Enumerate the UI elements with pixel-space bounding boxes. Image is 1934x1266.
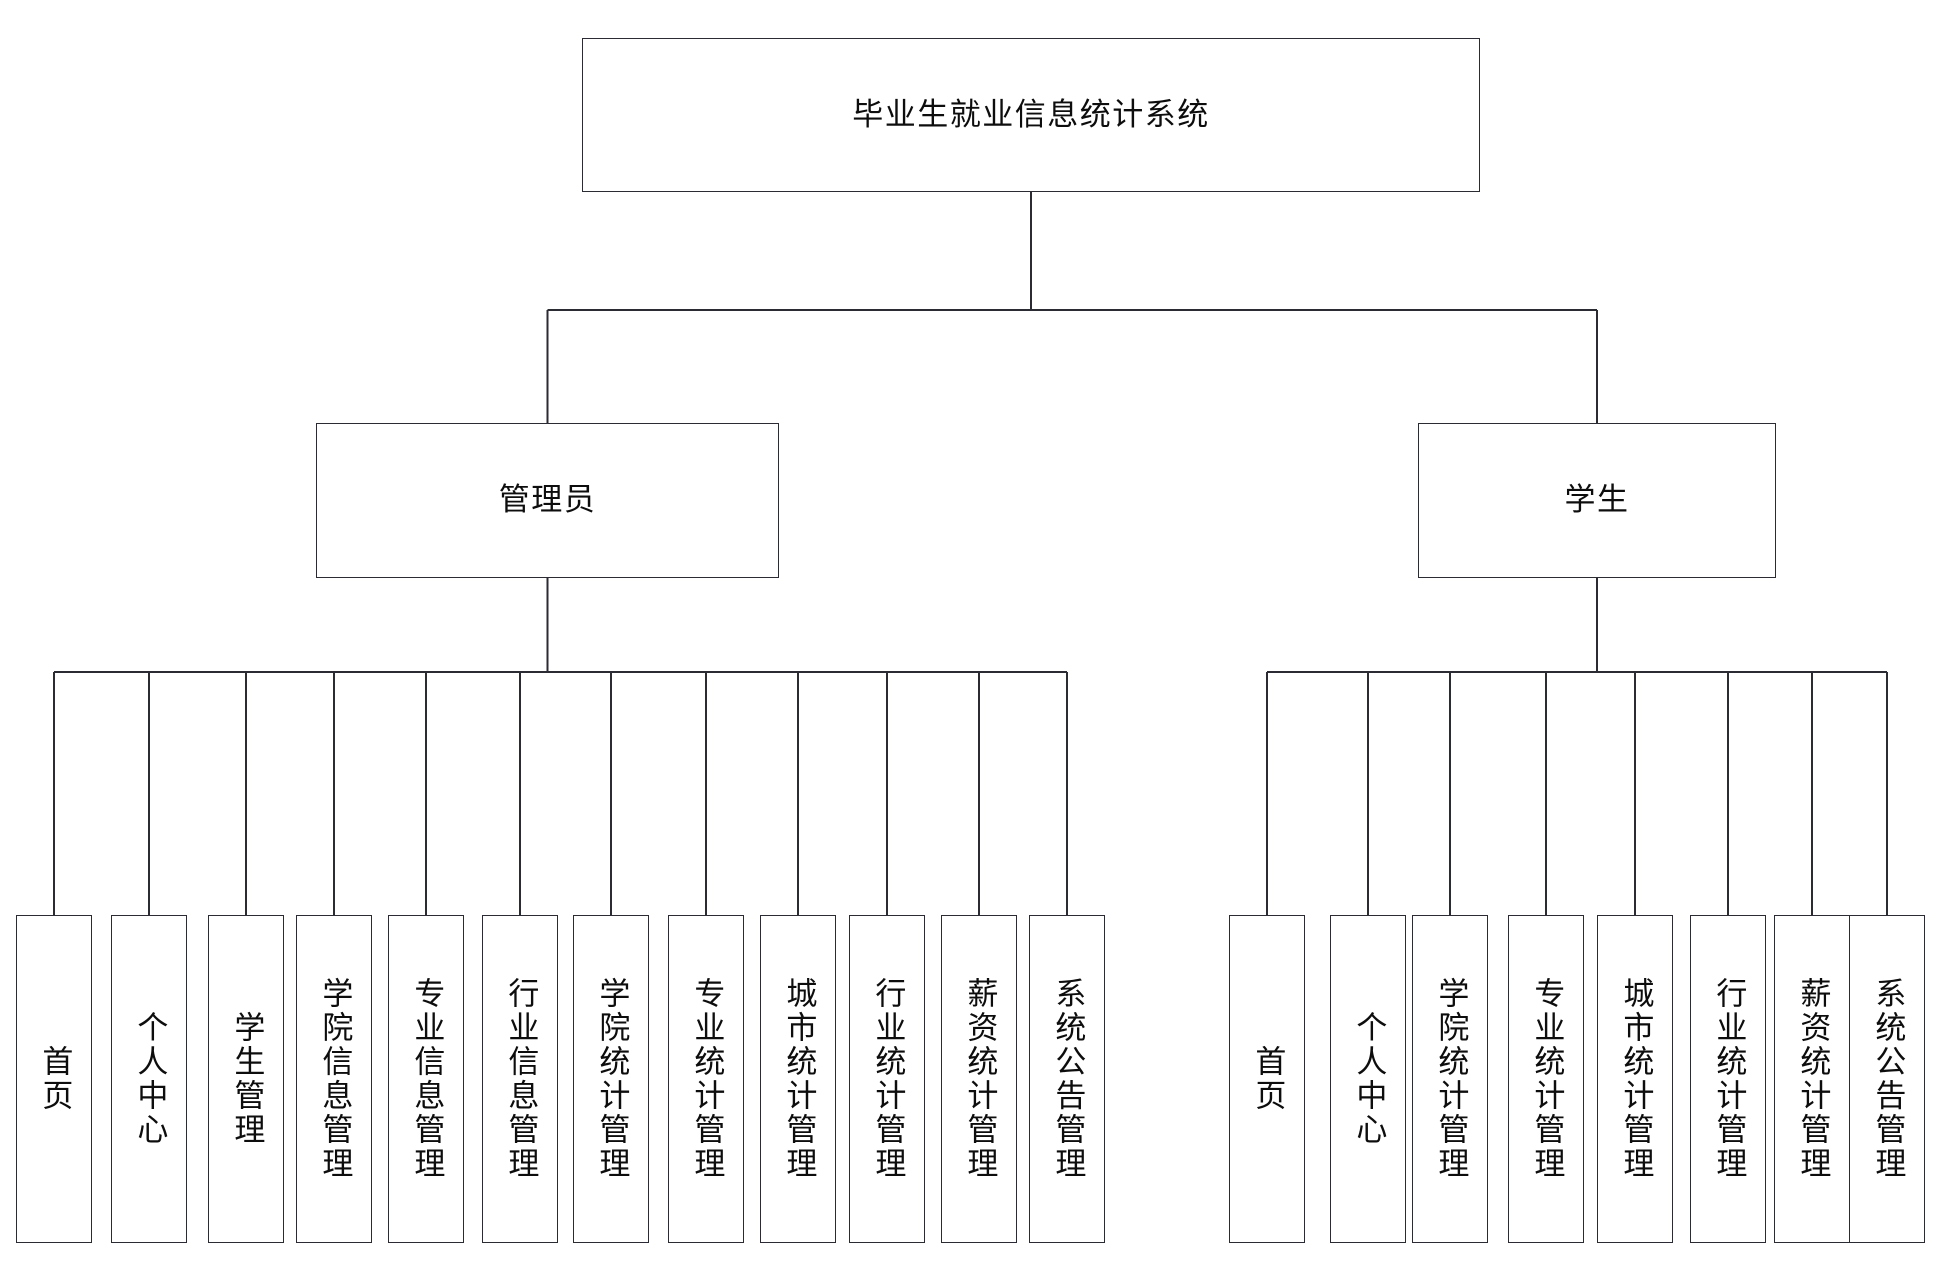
node-leaf-student-industry-stats-management-label: 行业统计管理 bbox=[1711, 977, 1747, 1181]
node-leaf-student-major-stats-management-label: 专业统计管理 bbox=[1529, 977, 1565, 1181]
node-branch-admin[interactable]: 管理员 bbox=[316, 423, 779, 578]
node-leaf-student-salary-stats-management[interactable]: 薪资统计管理 bbox=[1774, 915, 1850, 1243]
node-branch-student[interactable]: 学生 bbox=[1418, 423, 1776, 578]
node-leaf-admin-college-info-management-label: 学院信息管理 bbox=[317, 977, 353, 1181]
node-leaf-student-city-stats-management-label: 城市统计管理 bbox=[1618, 977, 1654, 1181]
node-leaf-admin-industry-info-management-label: 行业信息管理 bbox=[503, 977, 539, 1181]
node-leaf-student-system-notice-management-label: 系统公告管理 bbox=[1870, 977, 1906, 1181]
node-leaf-student-personal-center[interactable]: 个人中心 bbox=[1330, 915, 1406, 1243]
node-root-label: 毕业生就业信息统计系统 bbox=[852, 96, 1210, 132]
node-leaf-student-salary-stats-management-label: 薪资统计管理 bbox=[1795, 977, 1831, 1181]
node-leaf-student-college-stats-management[interactable]: 学院统计管理 bbox=[1412, 915, 1488, 1243]
node-leaf-admin-system-notice-management-label: 系统公告管理 bbox=[1050, 977, 1086, 1181]
node-leaf-admin-college-info-management[interactable]: 学院信息管理 bbox=[296, 915, 372, 1243]
node-leaf-admin-system-notice-management[interactable]: 系统公告管理 bbox=[1029, 915, 1105, 1243]
node-leaf-student-city-stats-management[interactable]: 城市统计管理 bbox=[1597, 915, 1673, 1243]
node-leaf-admin-city-stats-management[interactable]: 城市统计管理 bbox=[760, 915, 836, 1243]
node-leaf-admin-personal-center[interactable]: 个人中心 bbox=[111, 915, 187, 1243]
node-leaf-student-personal-center-label: 个人中心 bbox=[1351, 1011, 1387, 1147]
node-leaf-admin-salary-stats-management[interactable]: 薪资统计管理 bbox=[941, 915, 1017, 1243]
node-root[interactable]: 毕业生就业信息统计系统 bbox=[582, 38, 1480, 192]
node-leaf-student-industry-stats-management[interactable]: 行业统计管理 bbox=[1690, 915, 1766, 1243]
node-leaf-student-system-notice-management[interactable]: 系统公告管理 bbox=[1849, 915, 1925, 1243]
node-leaf-admin-salary-stats-management-label: 薪资统计管理 bbox=[962, 977, 998, 1181]
node-leaf-student-college-stats-management-label: 学院统计管理 bbox=[1433, 977, 1469, 1181]
node-leaf-student-home[interactable]: 首页 bbox=[1229, 915, 1305, 1243]
node-leaf-admin-industry-stats-management[interactable]: 行业统计管理 bbox=[849, 915, 925, 1243]
node-leaf-admin-major-info-management[interactable]: 专业信息管理 bbox=[388, 915, 464, 1243]
node-branch-student-label: 学生 bbox=[1564, 482, 1630, 518]
node-branch-admin-label: 管理员 bbox=[498, 482, 597, 518]
node-leaf-admin-home-label: 首页 bbox=[37, 1045, 73, 1113]
node-leaf-admin-major-stats-management[interactable]: 专业统计管理 bbox=[668, 915, 744, 1243]
node-leaf-admin-student-management-label: 学生管理 bbox=[229, 1011, 265, 1147]
node-leaf-admin-major-info-management-label: 专业信息管理 bbox=[409, 977, 445, 1181]
node-leaf-admin-industry-stats-management-label: 行业统计管理 bbox=[870, 977, 906, 1181]
node-leaf-student-home-label: 首页 bbox=[1250, 1045, 1286, 1113]
node-leaf-admin-industry-info-management[interactable]: 行业信息管理 bbox=[482, 915, 558, 1243]
node-leaf-admin-college-stats-management-label: 学院统计管理 bbox=[594, 977, 630, 1181]
node-leaf-admin-city-stats-management-label: 城市统计管理 bbox=[781, 977, 817, 1181]
node-leaf-admin-student-management[interactable]: 学生管理 bbox=[208, 915, 284, 1243]
node-leaf-student-major-stats-management[interactable]: 专业统计管理 bbox=[1508, 915, 1584, 1243]
node-leaf-admin-college-stats-management[interactable]: 学院统计管理 bbox=[573, 915, 649, 1243]
node-leaf-admin-home[interactable]: 首页 bbox=[16, 915, 92, 1243]
node-leaf-admin-personal-center-label: 个人中心 bbox=[132, 1011, 168, 1147]
node-leaf-admin-major-stats-management-label: 专业统计管理 bbox=[689, 977, 725, 1181]
